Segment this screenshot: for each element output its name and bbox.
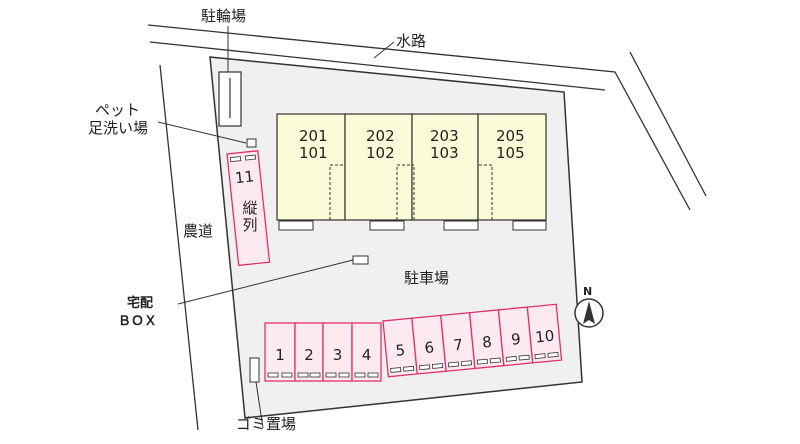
garbage-label: ゴミ置場 <box>236 415 297 433</box>
building-label-201: 201 101 <box>299 128 328 161</box>
building-block <box>276 113 547 221</box>
pet-wash-box <box>246 138 257 148</box>
entrance-dashes <box>329 164 493 220</box>
parking-number-11: 11 <box>234 167 255 187</box>
unit-upper-205: 205 <box>496 127 525 145</box>
delivery-box <box>352 255 369 265</box>
parking-number-6: 6 <box>424 338 435 357</box>
waterway-leader <box>373 41 395 59</box>
farm-road-label: 農道 <box>183 222 214 240</box>
garbage-area <box>249 357 260 383</box>
unit-lower-103: 103 <box>430 143 459 162</box>
parking-space-5: 5 <box>382 317 418 378</box>
building-label-203: 203 103 <box>430 128 459 161</box>
parking-number-1: 1 <box>275 346 285 364</box>
parking-lot-label: 駐車場 <box>404 269 450 287</box>
building-label-205: 205 105 <box>496 128 525 161</box>
parking-space-7: 7 <box>440 311 476 372</box>
parking-space-10: 10 <box>526 303 563 364</box>
building-unit-4 <box>477 113 547 221</box>
parking-space-8: 8 <box>468 309 505 370</box>
pet-label-line1: ペット <box>95 101 141 119</box>
parking-number-5: 5 <box>395 341 406 360</box>
parking-number-7: 7 <box>453 335 464 354</box>
building-unit-2 <box>344 113 413 221</box>
parking-space-11: 11 <box>226 150 271 267</box>
parking-space-1: 1 <box>264 322 296 382</box>
garbage-leader <box>255 381 264 429</box>
bicycle-parking-label: 駐輪場 <box>201 7 247 25</box>
parking-number-3: 3 <box>333 346 343 364</box>
unit-upper-202: 202 <box>366 127 395 145</box>
building-unit-1 <box>276 113 346 221</box>
parking-number-8: 8 <box>481 333 492 352</box>
parking-space-4: 4 <box>351 322 382 382</box>
unit-lower-101: 101 <box>299 143 328 162</box>
building-label-202: 202 102 <box>366 128 395 161</box>
parking-number-9: 9 <box>510 330 521 349</box>
parking-number-4: 4 <box>362 346 372 364</box>
unit-lower-102: 102 <box>366 143 395 162</box>
unit-lower-105: 105 <box>496 143 525 162</box>
delivery-label-line1: 宅配 <box>127 296 154 311</box>
delivery-label-line2: ＢＯＸ <box>118 314 158 329</box>
delivery-leader <box>177 259 354 305</box>
parking-number-10: 10 <box>534 327 555 347</box>
parking-space-2: 2 <box>294 322 324 382</box>
farm-road-line <box>159 64 199 431</box>
pet-label-line2: 足洗い場 <box>88 119 149 137</box>
waterway-label: 水路 <box>396 32 427 50</box>
parking-number-2: 2 <box>304 346 314 364</box>
pet-leader <box>157 121 247 144</box>
unit-upper-203: 203 <box>430 127 459 145</box>
waterway-lines <box>147 24 707 211</box>
parking-space-3: 3 <box>322 322 353 382</box>
compass-label: N <box>583 285 593 298</box>
vertical-parking-label: 縦列 <box>240 200 259 234</box>
building-unit-3 <box>411 113 479 221</box>
outdoor-units <box>278 220 547 231</box>
parking-space-9: 9 <box>497 306 534 367</box>
unit-upper-201: 201 <box>299 127 328 145</box>
compass-icon <box>574 298 604 328</box>
